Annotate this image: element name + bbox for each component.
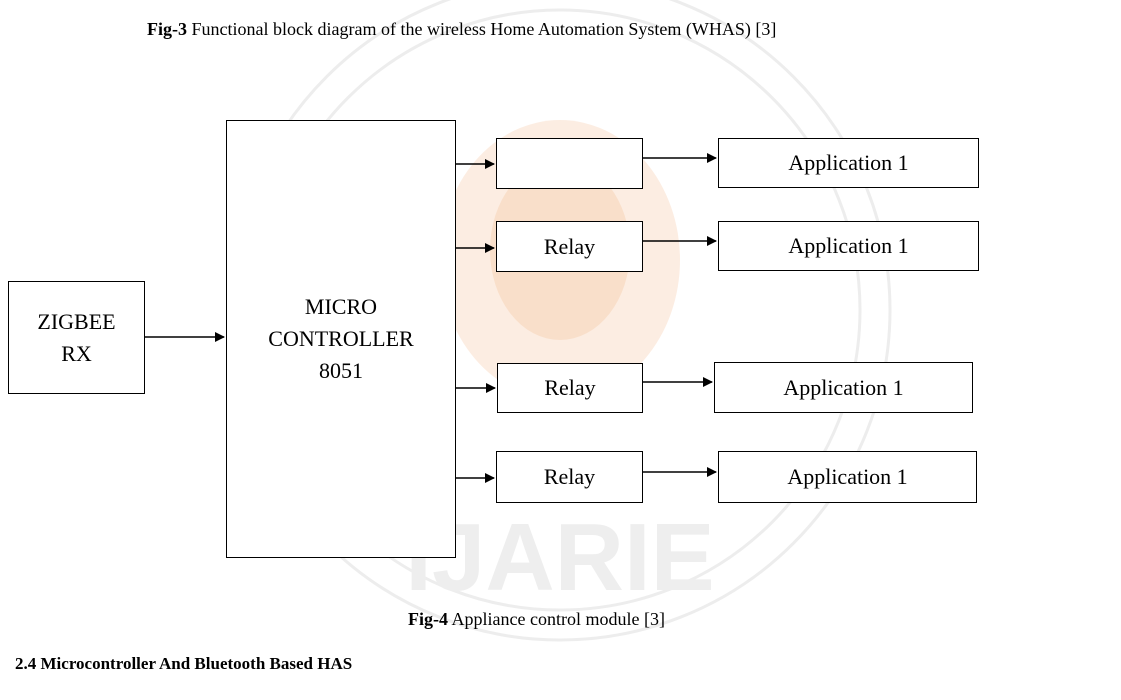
application-label-3: Application 1 xyxy=(783,374,904,400)
microcontroller-line-2: CONTROLLER xyxy=(268,326,414,352)
microcontroller-line-3: 8051 xyxy=(318,357,363,383)
figure-3-label: Fig-3 xyxy=(147,19,187,39)
relay-label-4: Relay xyxy=(543,464,596,490)
application-block-2: Application 1 xyxy=(718,221,979,271)
watermark-text: IJARIE xyxy=(405,504,714,611)
application-block-4: Application 1 xyxy=(718,451,977,503)
application-block-3: Application 1 xyxy=(714,362,973,413)
relay-block-2: Relay xyxy=(496,221,643,272)
figure-4-caption: Fig-4 Appliance control module [3] xyxy=(408,609,665,630)
figure-4-text: Appliance control module [3] xyxy=(448,609,665,629)
zigbee-rx-block: ZIGBEE RX xyxy=(8,281,145,394)
section-heading: 2.4 Microcontroller And Bluetooth Based … xyxy=(15,654,353,673)
relay-block-3: Relay xyxy=(497,363,643,413)
relay-block-4: Relay xyxy=(496,451,643,503)
application-label-2: Application 1 xyxy=(788,233,909,259)
figure-3-caption: Fig-3 Functional block diagram of the wi… xyxy=(147,19,776,40)
application-label-4: Application 1 xyxy=(787,464,908,490)
relay-block-1 xyxy=(496,138,643,189)
microcontroller-block: MICRO CONTROLLER 8051 xyxy=(226,120,456,558)
zigbee-rx-line-2: RX xyxy=(61,340,92,366)
microcontroller-line-1: MICRO xyxy=(304,294,378,320)
zigbee-rx-line-1: ZIGBEE xyxy=(37,308,116,334)
application-label-1: Application 1 xyxy=(788,150,909,176)
relay-label-2: Relay xyxy=(543,233,596,259)
figure-4-label: Fig-4 xyxy=(408,609,448,629)
figure-3-text: Functional block diagram of the wireless… xyxy=(187,19,777,39)
application-block-1: Application 1 xyxy=(718,138,979,188)
relay-label-3: Relay xyxy=(544,375,596,401)
